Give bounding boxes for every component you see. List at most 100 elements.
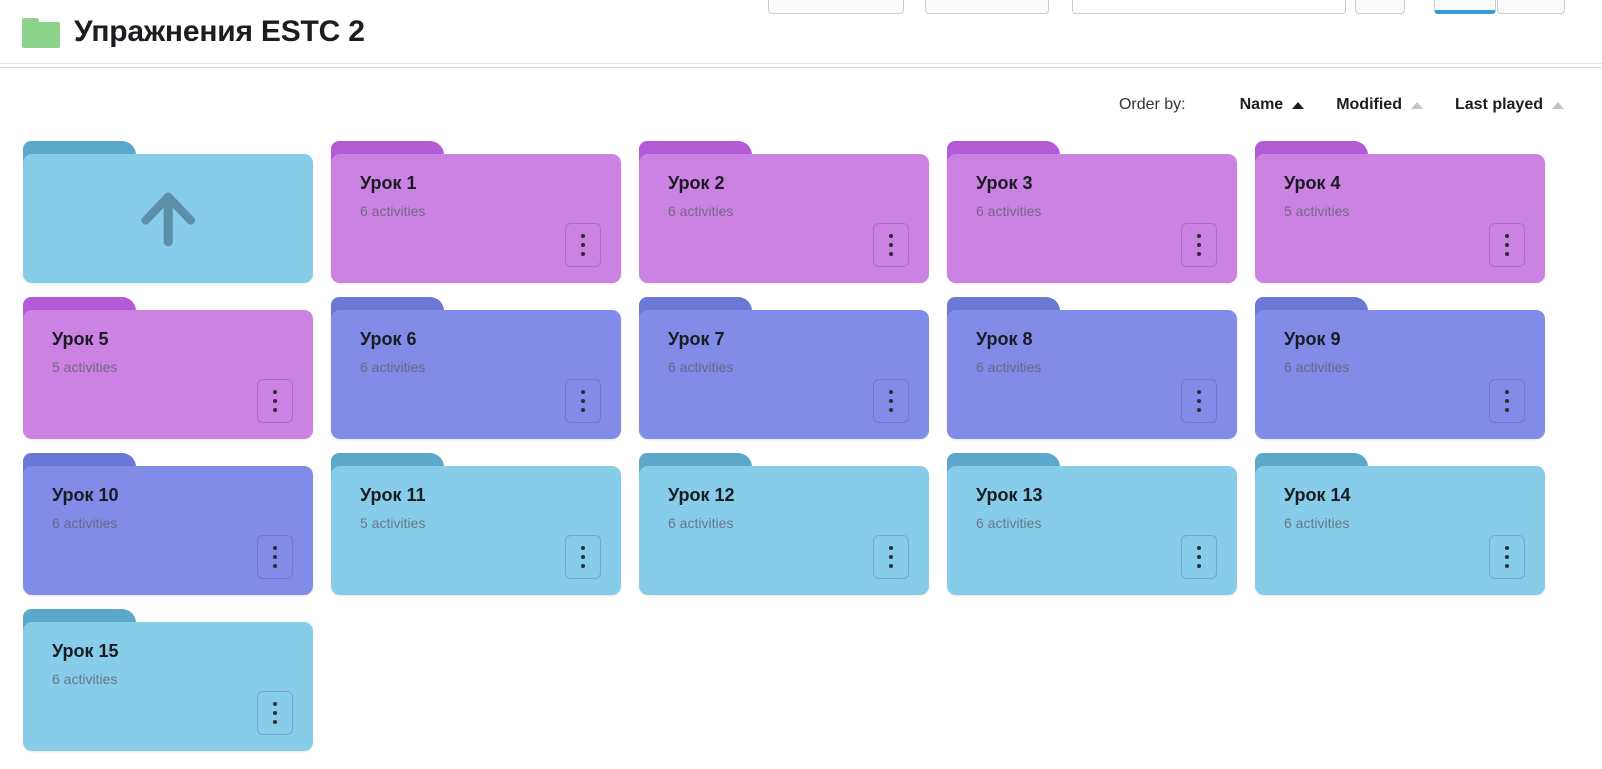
folder-card-urok-6[interactable]: Урок 6 6 activities <box>331 297 621 439</box>
folder-body <box>331 466 621 595</box>
kebab-dot-icon <box>889 408 893 412</box>
folder-card-title: Урок 9 <box>1284 329 1341 349</box>
page-title: Упражнения ESTC 2 <box>74 14 365 48</box>
folder-card-title: Урок 10 <box>52 485 119 505</box>
caret-up-icon <box>1410 101 1423 109</box>
folder-body <box>947 466 1237 595</box>
folder-card-activity-count: 6 activities <box>360 358 426 375</box>
folder-card-title: Урок 6 <box>360 329 417 349</box>
kebab-dot-icon <box>273 702 277 706</box>
folder-card-more-menu-button[interactable] <box>565 223 601 267</box>
folder-card-urok-3[interactable]: Урок 3 6 activities <box>947 141 1237 283</box>
kebab-dot-icon <box>889 390 893 394</box>
kebab-dot-icon <box>1197 546 1201 550</box>
kebab-dot-icon <box>1505 555 1509 559</box>
folder-card-more-menu-button[interactable] <box>257 691 293 735</box>
folder-card-title: Урок 8 <box>976 329 1033 349</box>
kebab-dot-icon <box>1505 408 1509 412</box>
folder-card-urok-12[interactable]: Урок 12 6 activities <box>639 453 929 595</box>
folder-card-more-menu-button[interactable] <box>1489 379 1525 423</box>
folder-card-activity-count: 6 activities <box>976 358 1042 375</box>
folder-card-activity-count: 5 activities <box>1284 202 1350 219</box>
folder-card-title: Урок 7 <box>668 329 725 349</box>
kebab-dot-icon <box>1505 252 1509 256</box>
folder-card-more-menu-button[interactable] <box>1181 379 1217 423</box>
folder-card-title: Урок 14 <box>1284 485 1351 505</box>
folder-card-more-menu-button[interactable] <box>1489 223 1525 267</box>
kebab-dot-icon <box>273 390 277 394</box>
kebab-dot-icon <box>889 555 893 559</box>
sort-option-name-label: Name <box>1239 96 1284 113</box>
folder-card-content: Урок 3 6 activities <box>947 154 1237 283</box>
order-by-bar: Order by: Name Modified Last played <box>1119 90 1564 120</box>
folder-card-title: Урок 13 <box>976 485 1043 505</box>
folder-card-more-menu-button[interactable] <box>1489 535 1525 579</box>
folder-card-more-menu-button[interactable] <box>873 535 909 579</box>
sort-option-modified-label: Modified <box>1336 96 1402 113</box>
folder-card-content: Урок 12 6 activities <box>639 466 929 595</box>
folder-card-more-menu-button[interactable] <box>257 379 293 423</box>
folder-card-title: Урок 1 <box>360 173 417 193</box>
folder-card-more-menu-button[interactable] <box>565 379 601 423</box>
order-by-label: Order by: <box>1118 96 1186 113</box>
folder-card-title: Урок 12 <box>668 485 735 505</box>
folder-card-activity-count: 6 activities <box>976 202 1042 219</box>
kebab-dot-icon <box>581 555 585 559</box>
folder-card-title: Урок 2 <box>668 173 725 193</box>
folder-card-urok-2[interactable]: Урок 2 6 activities <box>639 141 929 283</box>
folder-card-activity-count: 6 activities <box>52 670 118 687</box>
folder-card-title: Урок 3 <box>976 173 1033 193</box>
folder-body <box>23 622 313 751</box>
up-arrow-icon <box>141 192 195 246</box>
kebab-dot-icon <box>1197 252 1201 256</box>
folder-body <box>639 466 929 595</box>
page-header: Упражнения ESTC 2 <box>0 0 1602 63</box>
kebab-dot-icon <box>581 399 585 403</box>
folder-card-more-menu-button[interactable] <box>873 379 909 423</box>
kebab-dot-icon <box>1197 243 1201 247</box>
sort-option-modified[interactable]: Modified <box>1336 96 1423 114</box>
sort-option-last-played[interactable]: Last played <box>1455 96 1564 114</box>
kebab-dot-icon <box>889 252 893 256</box>
folder-card-more-menu-button[interactable] <box>565 535 601 579</box>
parent-folder-card[interactable] <box>23 141 313 283</box>
folder-card-more-menu-button[interactable] <box>1181 535 1217 579</box>
folder-card-activity-count: 6 activities <box>668 514 734 531</box>
folder-card-activity-count: 5 activities <box>360 514 426 531</box>
folder-body <box>947 310 1237 439</box>
kebab-dot-icon <box>273 720 277 724</box>
kebab-dot-icon <box>889 546 893 550</box>
folder-card-more-menu-button[interactable] <box>873 223 909 267</box>
kebab-dot-icon <box>1197 408 1201 412</box>
kebab-dot-icon <box>273 399 277 403</box>
folder-icon <box>22 17 60 48</box>
folder-body <box>639 310 929 439</box>
kebab-dot-icon <box>273 564 277 568</box>
kebab-dot-icon <box>1197 399 1201 403</box>
kebab-dot-icon <box>581 390 585 394</box>
folder-card-activity-count: 6 activities <box>668 202 734 219</box>
folder-card-more-menu-button[interactable] <box>257 535 293 579</box>
kebab-dot-icon <box>581 564 585 568</box>
sort-option-name[interactable]: Name <box>1240 96 1305 114</box>
folder-card-more-menu-button[interactable] <box>1181 223 1217 267</box>
folder-card-activity-count: 5 activities <box>52 358 118 375</box>
folder-body <box>23 310 313 439</box>
folder-body <box>23 154 313 283</box>
kebab-dot-icon <box>1505 234 1509 238</box>
folder-card-urok-8[interactable]: Урок 8 6 activities <box>947 297 1237 439</box>
folder-card-content: Урок 2 6 activities <box>639 154 929 283</box>
